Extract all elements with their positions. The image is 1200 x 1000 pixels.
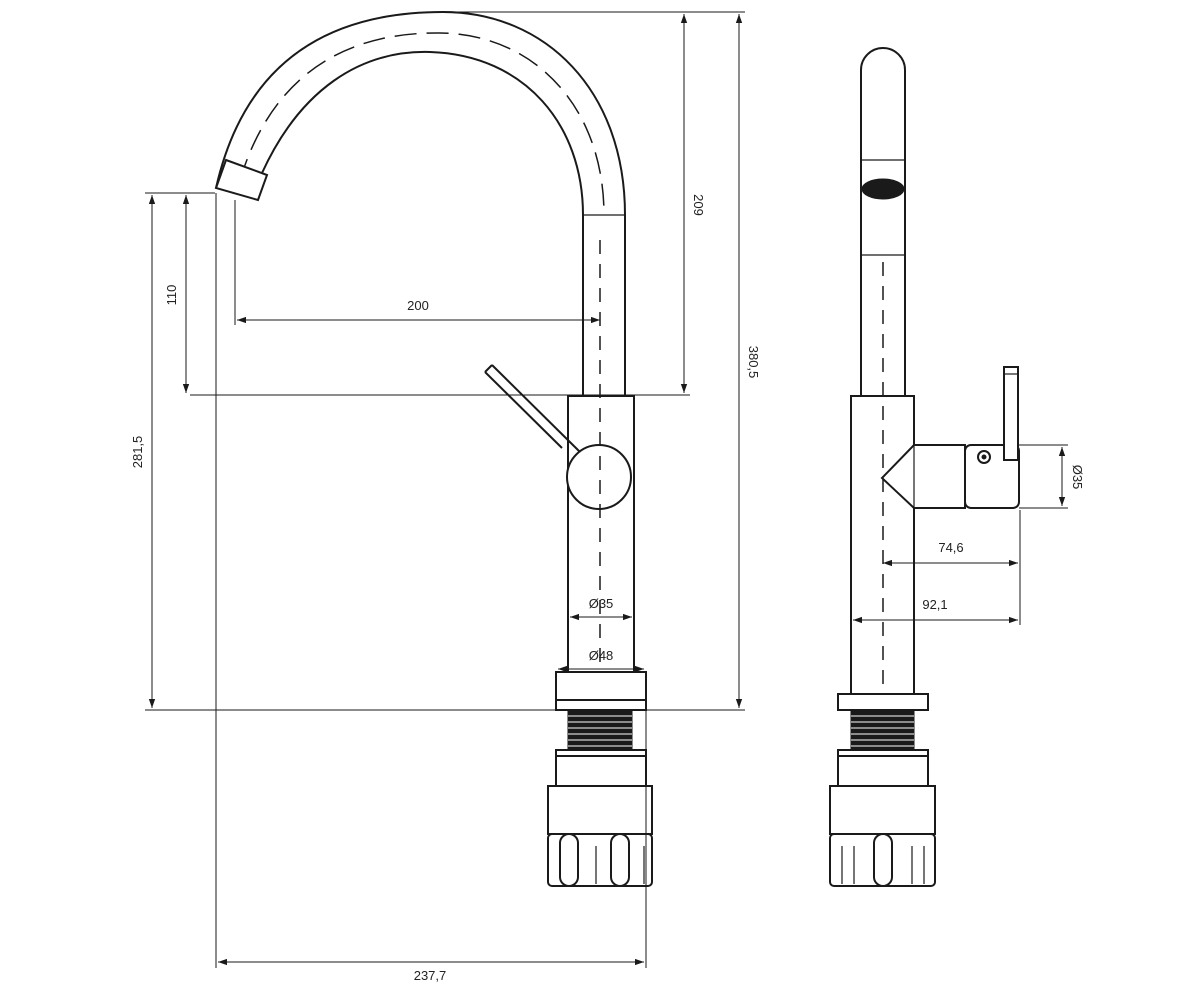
spout-centerline [239, 32, 605, 216]
front-view [214, 10, 653, 887]
side-nut-sleeve [837, 755, 929, 787]
aerator-tip [214, 158, 269, 202]
dim-base-diameter: Ø48 [589, 648, 614, 663]
side-lever [1003, 366, 1019, 461]
base-collar [555, 671, 647, 701]
dim-body-diameter: Ø35 [589, 596, 614, 611]
dim-side-handle-diameter: Ø35 [1070, 465, 1085, 490]
dim-side-depth-outer: 92,1 [922, 597, 947, 612]
dim-side-depth-inner: 74,6 [938, 540, 963, 555]
side-spout-tube [860, 47, 906, 395]
cartridge-knob [566, 444, 632, 510]
side-threaded-shank [850, 709, 915, 751]
dim-spout-arc-height: 209 [691, 194, 706, 216]
lever-edge-bottom [491, 364, 581, 453]
nut-grip [547, 833, 653, 887]
nut-body [547, 785, 653, 835]
side-nut-body [829, 785, 936, 835]
threaded-shank [567, 709, 633, 751]
dim-total-width: 237,7 [414, 968, 447, 983]
dim-spout-height: 110 [164, 285, 179, 306]
side-nut-grip-ribs [841, 833, 925, 887]
lever-end-cap [484, 364, 493, 373]
side-base-plate [837, 693, 929, 711]
side-cartridge-housing [880, 444, 966, 509]
spout-inner-edge [261, 50, 584, 216]
side-view [829, 47, 1020, 887]
lever-edge-top [484, 371, 563, 449]
base-plate [555, 699, 647, 711]
side-aerator-outlet [861, 178, 905, 200]
dim-spout-reach: 200 [407, 298, 429, 313]
side-dimensions: Ø35 74,6 92,1 [853, 444, 1085, 625]
dim-outlet-height: 281,5 [130, 436, 145, 469]
nut-grip-ribs [559, 833, 645, 887]
dim-total-height: 380,5 [746, 346, 761, 379]
side-nut-grip [829, 833, 936, 887]
tap-body [567, 395, 635, 673]
nut-sleeve [555, 755, 647, 787]
spout-outer-edge [215, 10, 626, 216]
front-dimensions: 110 281,5 200 209 380,5 Ø35 Ø48 237,7 [130, 11, 761, 983]
